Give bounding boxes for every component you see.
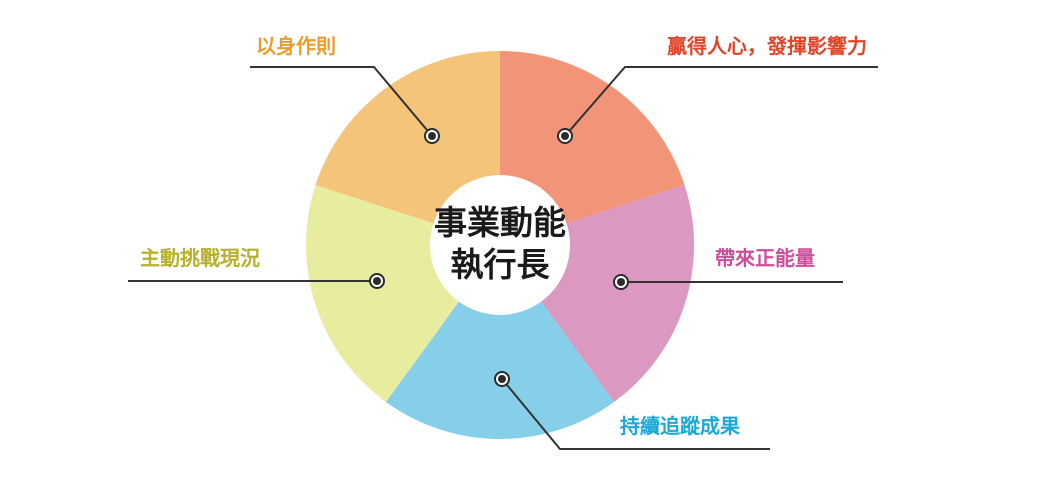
marker-top-left [424,128,440,144]
center-title-line1: 事業動能 [434,203,566,242]
marker-top-right [557,128,573,144]
marker-bottom [494,371,510,387]
connector-top-left [250,66,433,137]
marker-left [369,273,385,289]
label-bottom: 持續追蹤成果 [620,414,740,438]
marker-right [613,274,629,290]
connector-bottom [501,378,770,450]
label-top-left: 以身作則 [256,34,336,58]
center-title-line2: 執行長 [451,245,551,284]
segment-bottom [385,245,615,440]
label-left: 主動挑戰現況 [140,246,260,270]
label-right: 帶來正能量 [715,246,815,270]
connector-top-right [564,66,878,137]
center-circle [430,175,570,315]
label-top-right: 贏得人心，發揮影響力 [667,34,867,58]
